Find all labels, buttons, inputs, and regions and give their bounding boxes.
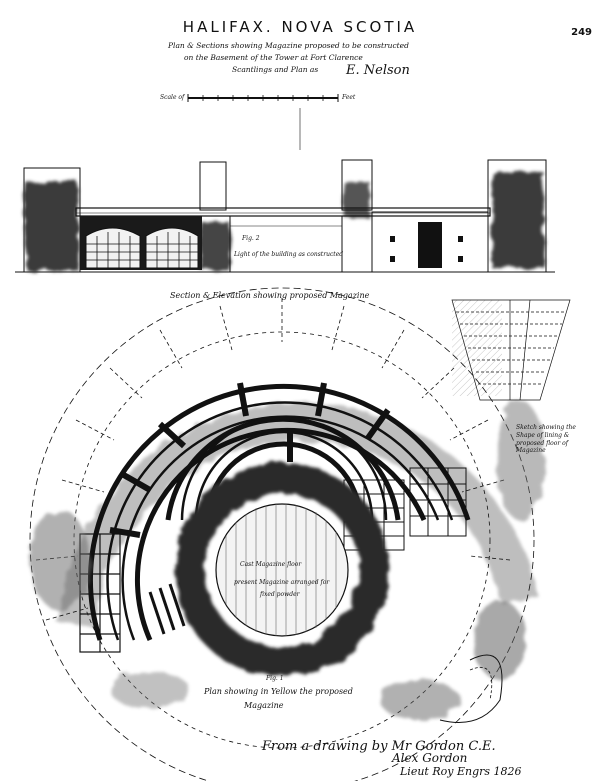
scale-bar — [187, 94, 339, 150]
plan-center-note-3: fixed powder — [260, 591, 300, 598]
scale-label-left: Scale of — [160, 94, 185, 101]
detail-sketch — [451, 299, 571, 401]
section-elevation — [15, 159, 555, 273]
plan-center-note-1: Cast Magazine floor — [240, 561, 302, 568]
section-fig-label: Fig. 2 — [242, 235, 260, 242]
sheet-title: HALIFAX. NOVA SCOTIA — [182, 18, 418, 36]
plan-fig-label: Fig. 1 — [266, 675, 284, 682]
signature-bottom-line-2: Alex Gordon — [392, 751, 468, 765]
section-inner-note: Light of the building as constructed — [234, 251, 344, 258]
signature-bottom-line-3: Lieut Roy Engrs 1826 — [400, 765, 522, 778]
scale-label-right: Feet — [342, 94, 356, 101]
subtitle-line-1: Plan & Sections showing Magazine propose… — [168, 41, 409, 50]
subtitle-line-2: on the Basement of the Tower at Fort Cla… — [184, 53, 363, 62]
plan-caption-1: Plan showing in Yellow the proposed — [204, 687, 353, 696]
section-caption: Section & Elevation showing proposed Mag… — [170, 291, 370, 300]
plan-caption-2: Magazine — [244, 701, 284, 710]
sheet-number: 249 — [571, 27, 592, 38]
signature-bottom-line-1: From a drawing by Mr Gordon C.E. — [262, 739, 496, 754]
signature-top-right: E. Nelson — [346, 63, 410, 78]
plan-center-note-2: present Magazine arranged for — [234, 579, 330, 586]
subtitle-line-3: Scantlings and Plan as — [232, 65, 319, 74]
detail-note: Sketch showing the Shape of lining & pro… — [516, 424, 576, 455]
circular-plan — [29, 287, 544, 781]
